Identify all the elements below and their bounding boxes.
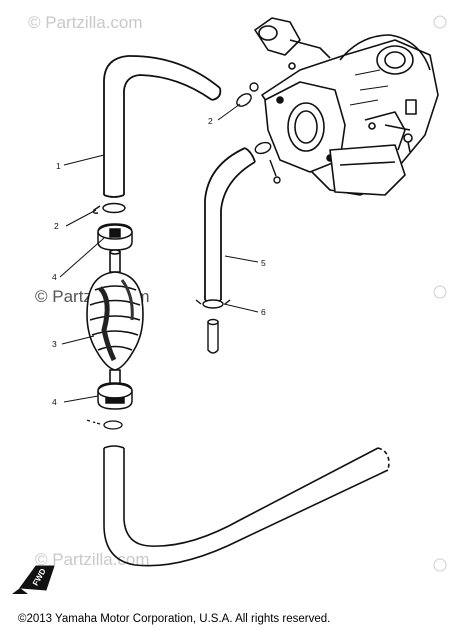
fuel-joint-fitting xyxy=(207,318,219,354)
upper-fuel-hose xyxy=(103,55,222,198)
hose-clip-2 xyxy=(92,202,126,214)
primer-bulb xyxy=(86,249,144,391)
callout-2-clip: 2 xyxy=(54,221,59,231)
hose-clip-6 xyxy=(195,299,231,309)
callout-3: 3 xyxy=(52,339,57,349)
callout-4-upper: 4 xyxy=(52,272,57,282)
callout-4-lower: 4 xyxy=(52,397,57,407)
watermark-bottom: © Partzilla.com xyxy=(35,550,150,569)
copyright-notice: ©2013 Yamaha Motor Corporation, U.S.A. A… xyxy=(18,613,331,625)
middle-fuel-hose xyxy=(204,147,256,303)
callout-5: 5 xyxy=(261,258,266,268)
clamp-band-lower xyxy=(97,382,133,410)
hose-clip-carb-lower xyxy=(254,141,281,184)
watermark-corner-symbols xyxy=(433,15,447,572)
hose-clip-lower xyxy=(85,419,123,430)
clamp-band-upper xyxy=(97,223,133,251)
fwd-arrow-icon: FWD xyxy=(12,565,55,594)
callout-1: 1 xyxy=(56,161,61,171)
watermark-top: © Partzilla.com xyxy=(28,13,143,32)
hose-clip-upper xyxy=(236,82,259,107)
carburetor xyxy=(254,17,439,196)
leader-lines xyxy=(59,103,259,403)
callout-6: 6 xyxy=(261,307,266,317)
lower-fuel-hose-to-tank xyxy=(103,445,390,567)
callout-2-carb: 2 xyxy=(208,116,213,126)
